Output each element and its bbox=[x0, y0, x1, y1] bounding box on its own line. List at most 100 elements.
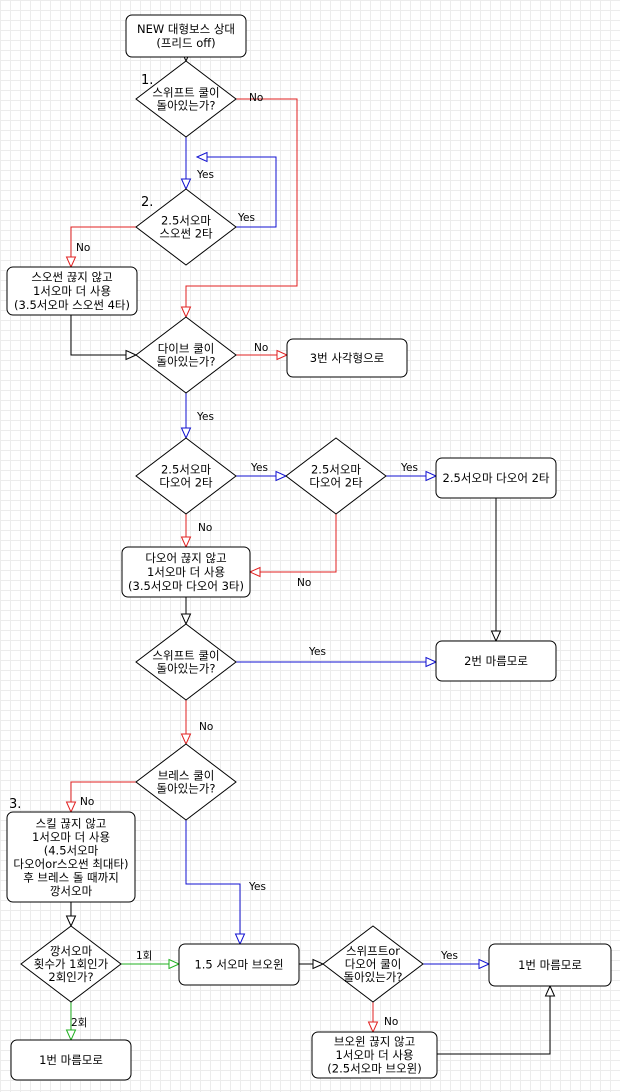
swift2_no-label: No bbox=[199, 721, 213, 733]
swift2-yes-connector bbox=[236, 656, 438, 668]
box_so-line: 1서오마 더 사용 bbox=[33, 284, 111, 298]
swift1-yes-arrowhead bbox=[180, 178, 192, 191]
box_25da-line: 2.5서오마 다오어 2타 bbox=[443, 471, 550, 485]
box-so-to-dive-line bbox=[70, 315, 136, 356]
box15-to-swift3-connector bbox=[299, 958, 325, 970]
box_mar1a-line: 1번 마름모로 bbox=[518, 958, 582, 972]
count-1-connector bbox=[121, 958, 181, 970]
da_a_no-label: No bbox=[198, 522, 212, 534]
box-skill-to-count-connector bbox=[65, 902, 77, 928]
da-a-no-connector bbox=[180, 514, 192, 549]
q_count-line: 깡서오마 bbox=[50, 944, 93, 958]
q_25da_a-shape bbox=[135, 437, 237, 515]
box-so-to-dive-connector bbox=[70, 315, 138, 361]
da_b_yes-label: Yes bbox=[400, 462, 418, 474]
loop_yes-label: Yes bbox=[237, 212, 255, 224]
da_a_yes-label: Yes bbox=[250, 462, 268, 474]
count_2-label: 2회 bbox=[71, 1017, 87, 1029]
box-so-to-dive-arrowhead bbox=[125, 349, 138, 361]
da_b_no-label: No bbox=[297, 577, 311, 589]
box_mar1b-box: 1번 마름모로 bbox=[10, 1039, 132, 1081]
box15-to-swift3-arrowhead bbox=[312, 958, 325, 970]
q_dive-shape bbox=[135, 316, 237, 394]
da-b-yes-connector bbox=[386, 470, 438, 482]
q_25da_b-line: 2.5서오마 bbox=[311, 463, 361, 477]
swift1-no-connector bbox=[180, 98, 298, 319]
q_25so-line: 스오썬 2타 bbox=[159, 227, 213, 241]
start-line: NEW 대형보스 상대 bbox=[137, 22, 235, 36]
swift3_no-label: No bbox=[384, 1016, 398, 1028]
box_skill-line: 다오어or스오썬 최대타) bbox=[13, 857, 128, 871]
box_sq3-shape bbox=[286, 338, 408, 378]
box-25da-to-mar2-arrowhead bbox=[490, 630, 502, 643]
box_skill-line: 1서오마 더 사용 bbox=[32, 830, 110, 844]
count-1-arrowhead bbox=[168, 958, 181, 970]
swift1-no-line bbox=[185, 98, 298, 317]
box_so-line: 스오썬 끊지 않고 bbox=[31, 270, 112, 284]
q_breath-shape bbox=[135, 743, 237, 821]
box_mar2-line: 2번 마름모로 bbox=[464, 654, 528, 668]
start-box: NEW 대형보스 상대(프리드 off) bbox=[125, 14, 247, 58]
dive-yes-connector bbox=[180, 393, 192, 440]
box_sq3-box: 3번 사각형으로 bbox=[286, 338, 408, 378]
box-bo-to-mar1a-connector bbox=[437, 984, 556, 1055]
swift1-yes-connector bbox=[180, 137, 192, 191]
box_25da-text: 2.5서오마 다오어 2타 bbox=[443, 471, 550, 485]
box_mar1b-shape bbox=[10, 1039, 132, 1081]
box_skill-line: 스킬 끊지 않고 bbox=[36, 816, 107, 830]
swift2-no-arrowhead bbox=[180, 733, 192, 746]
so-no-connector bbox=[65, 226, 136, 269]
swift1_no-label: No bbox=[249, 92, 263, 104]
box_skill-line: (4.5서오마 bbox=[44, 843, 99, 857]
box-da-to-swift2-arrowhead bbox=[180, 613, 192, 626]
swift1-no-arrowhead bbox=[180, 306, 192, 319]
box_bo-line: (2.5서오마 브오윈) bbox=[327, 1062, 421, 1076]
box_bo-shape bbox=[311, 1031, 438, 1079]
breath-yes-connector bbox=[185, 820, 246, 946]
breath_no-label: No bbox=[80, 796, 94, 808]
box-25da-to-mar2-connector bbox=[490, 498, 502, 643]
start-text: NEW 대형보스 상대(프리드 off) bbox=[137, 22, 235, 50]
box_15-shape bbox=[178, 943, 300, 986]
q_count-line: 2회인가? bbox=[48, 970, 93, 984]
dive-no-connector bbox=[236, 349, 289, 361]
q_swift2-line: 돌아있는가? bbox=[156, 662, 215, 676]
box_mar1a-text: 1번 마름모로 bbox=[518, 958, 582, 972]
da-b-yes-arrowhead bbox=[425, 470, 438, 482]
q_25da_a-line: 2.5서오마 bbox=[161, 463, 211, 477]
da-a-yes-connector bbox=[236, 470, 288, 482]
swift2-yes-arrowhead bbox=[425, 656, 438, 668]
breath_yes-label: Yes bbox=[248, 881, 266, 893]
q_swift1-line: 돌아있는가? bbox=[156, 99, 215, 113]
q_25so-line: 2.5서오마 bbox=[161, 214, 211, 228]
box_mar1b-line: 1번 마름모로 bbox=[39, 1053, 103, 1067]
box_25da-box: 2.5서오마 다오어 2타 bbox=[435, 457, 557, 499]
swift3_yes-label: Yes bbox=[440, 950, 458, 962]
box_bo-line: 브오윈 끊지 않고 bbox=[334, 1035, 415, 1049]
q_swift3-shape bbox=[322, 925, 424, 1003]
box_mar1b-text: 1번 마름모로 bbox=[39, 1053, 103, 1067]
so_no-label: No bbox=[76, 242, 90, 254]
step-s1-label: 1. bbox=[141, 73, 153, 88]
q_swift1-shape bbox=[135, 60, 237, 138]
q_swift1-line: 스위프트 쿨이 bbox=[152, 86, 219, 100]
q_25da_b-line: 다오어 2타 bbox=[309, 476, 363, 490]
q_swift2-line: 스위프트 쿨이 bbox=[152, 649, 219, 663]
box_mar1a-box: 1번 마름모로 bbox=[488, 943, 612, 987]
so-yes-loop-connector bbox=[195, 151, 277, 228]
